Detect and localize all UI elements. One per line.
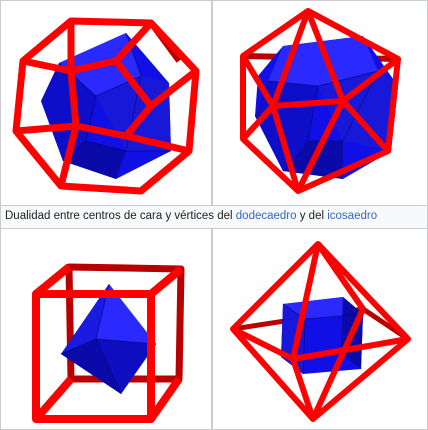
icosahedron-link[interactable]: icosaedro — [327, 210, 378, 222]
icosahedron-dodecahedron-image[interactable] — [212, 0, 428, 206]
dual-figure-4 — [230, 241, 411, 422]
caption-text-middle: y del — [299, 210, 325, 222]
dual-figure-3 — [32, 263, 185, 423]
dodecahedron-icosahedron-image[interactable] — [0, 0, 212, 206]
gallery-caption: Dualidad entre centros de cara y vértice… — [0, 206, 428, 228]
dual-figure-2 — [240, 8, 401, 194]
cube-octahedron-image[interactable] — [0, 228, 212, 430]
caption-text-before: Dualidad entre centros de cara y vértice… — [5, 210, 233, 222]
dual-figure-1 — [12, 17, 200, 195]
octahedron-cube-image[interactable] — [212, 228, 428, 430]
dodecahedron-link[interactable]: dodecaedro — [235, 210, 297, 222]
